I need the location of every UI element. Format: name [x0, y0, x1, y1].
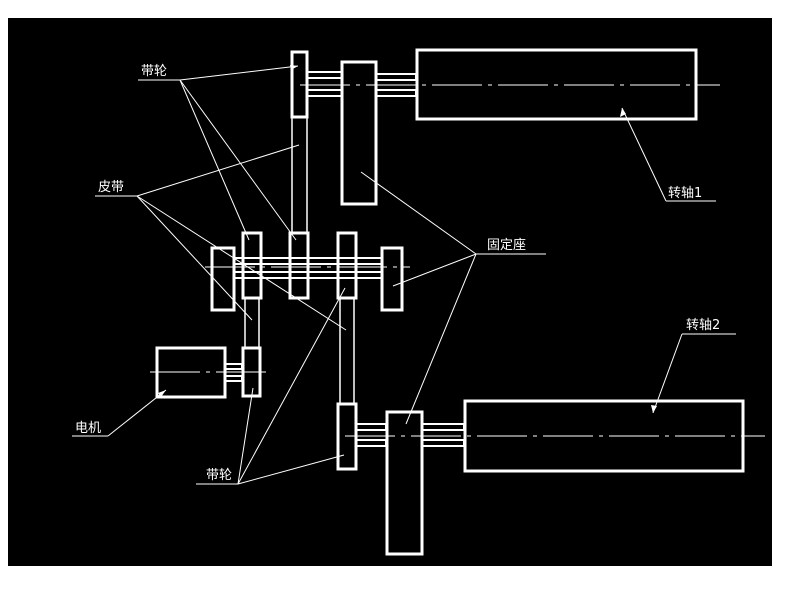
leader-belt-3	[136, 195, 347, 331]
leader-pulley-top-3	[179, 79, 297, 241]
leader-pulley-bottom-3	[237, 454, 345, 485]
leader-motor	[107, 389, 167, 437]
arrowhead-shaft2	[651, 405, 657, 413]
label-fixed-seat: 固定座	[487, 238, 526, 253]
label-belt: 皮带	[98, 180, 124, 195]
label-motor: 电机	[75, 421, 101, 436]
arrowhead-pulley-top	[290, 65, 298, 70]
middle-shaft-bottom	[233, 271, 383, 279]
leader-seat-2	[392, 253, 477, 287]
leader-belt-2	[136, 195, 253, 321]
leader-seat-1	[360, 171, 477, 255]
arrowhead-shaft1	[620, 108, 626, 117]
label-pulley-top: 带轮	[141, 64, 167, 79]
leader-seat-3	[405, 253, 477, 425]
drawing-background	[8, 18, 772, 566]
top-fixed-seat	[340, 60, 378, 206]
middle-shaft-top	[233, 257, 383, 265]
bottom-fixed-seat	[385, 410, 424, 556]
middle-pulley-3	[336, 231, 358, 300]
arrowhead-motor	[158, 390, 166, 397]
leader-pulley-top-2	[179, 79, 250, 241]
leader-pulley-bottom-1	[237, 387, 254, 485]
leader-belt-1	[136, 144, 300, 197]
middle-pulley-2	[288, 231, 310, 300]
middle-pulley-1	[241, 231, 263, 300]
leader-shaft2	[652, 333, 683, 414]
leader-pulley-top-1	[179, 65, 299, 81]
leader-pulley-bottom-2	[237, 287, 346, 485]
label-pulley-bottom: 带轮	[206, 468, 232, 483]
label-shaft2: 转轴2	[686, 318, 720, 333]
label-shaft1: 转轴1	[668, 186, 702, 201]
leader-shaft1	[621, 107, 667, 202]
